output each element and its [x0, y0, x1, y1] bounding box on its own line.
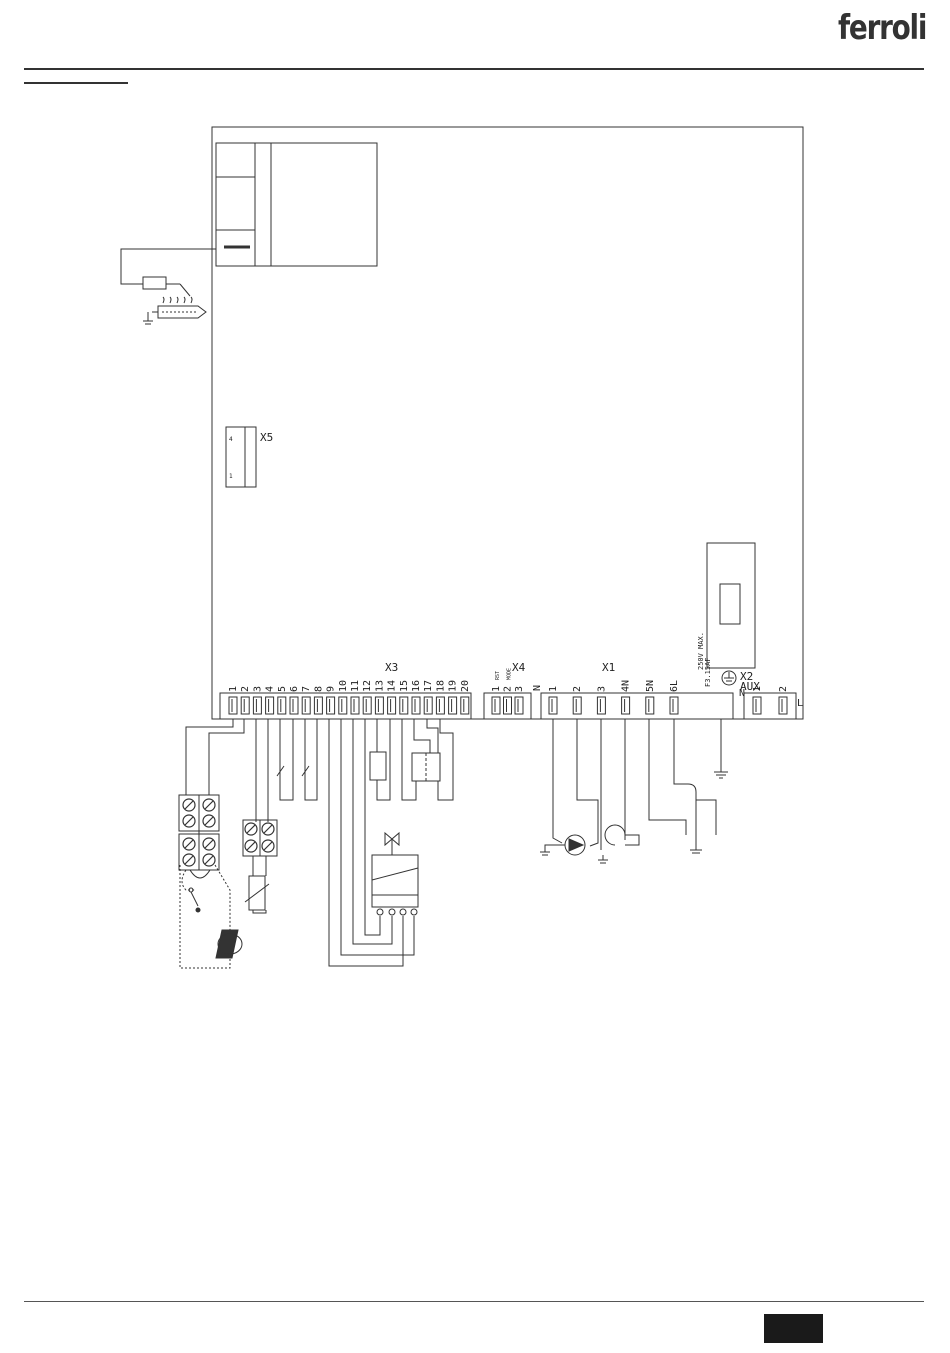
x1-pin-1 [549, 697, 557, 714]
x3-pin-label: 2 [240, 686, 251, 692]
x1-pin-5 [646, 697, 654, 714]
x4-pin-label: 3 [514, 686, 525, 692]
x3-pin-18 [436, 697, 444, 714]
page-number-badge [764, 1314, 823, 1343]
x4-pin-1 [492, 697, 500, 714]
control-board [212, 127, 803, 719]
x1-pin-6 [670, 697, 678, 714]
x3-pin-label: 8 [313, 686, 324, 692]
x1-label: X1 [602, 661, 615, 674]
fuse [720, 584, 740, 624]
x3-pin-8 [314, 697, 322, 714]
x4-label: X4 [512, 661, 526, 674]
x3-pin-3 [253, 697, 261, 714]
x3-pin-label: 7 [301, 686, 312, 692]
x3-pin-label: 9 [326, 686, 337, 692]
l-marker-x2: L [797, 698, 803, 709]
x3-pin-17 [424, 697, 432, 714]
x4-pin-3 [515, 697, 523, 714]
x3-pin-label: 14 [387, 680, 398, 692]
fuse-holder [707, 543, 755, 668]
x3-pin-7 [302, 697, 310, 714]
fuse-rating-label: F3.15AF [704, 657, 712, 687]
x3-pin-1 [229, 697, 237, 714]
x3-pin-label: 12 [362, 680, 373, 692]
flow-switch-icon [216, 930, 242, 958]
x3-label: X3 [385, 661, 398, 674]
x1-pin-label: 2 [572, 686, 583, 692]
ignition-resistor [143, 277, 166, 289]
x3-pin-label: 18 [435, 680, 446, 692]
x3-pin-label: 13 [374, 680, 385, 692]
x3-pin-15 [400, 697, 408, 714]
x1-pin-label: 6L [669, 680, 680, 692]
x1-pin-label: 3 [596, 686, 607, 692]
x3-pin-label: 4 [265, 686, 276, 692]
x4-pin-2 [504, 697, 512, 714]
x3-pin-label: 15 [399, 680, 410, 692]
x3-pin-2 [241, 697, 249, 714]
x5-pin-bottom: 1 [229, 473, 233, 480]
x3-pin-label: 1 [228, 686, 239, 692]
x1-pin-label: 5N [645, 680, 656, 692]
x1-terminal-block [541, 693, 733, 719]
x3-pin-12 [363, 697, 371, 714]
x3-pin-label: 5 [277, 686, 288, 692]
gas-valve-icon [372, 833, 418, 915]
x3-pin-9 [327, 697, 335, 714]
x3-pin-6 [290, 697, 298, 714]
x3-pin-label: 17 [423, 680, 434, 692]
x2-pin-2 [779, 697, 787, 714]
x3-pin-14 [388, 697, 396, 714]
x5-pin-top: 4 [229, 436, 233, 443]
x3-pin-5 [278, 697, 286, 714]
x1-pin-2 [573, 697, 581, 714]
x3-pin-11 [351, 697, 359, 714]
x3-pin-10 [339, 697, 347, 714]
x3-pin-4 [266, 697, 274, 714]
x3-pin-label: 16 [411, 680, 422, 692]
x3-pin-16 [412, 697, 420, 714]
x3-pin-label: 11 [350, 680, 361, 692]
x2-pin-1 [753, 697, 761, 714]
burner-icon [143, 297, 206, 324]
x3-pin-label: 10 [338, 680, 349, 692]
x3-pin-13 [375, 697, 383, 714]
x2-terminal-block [744, 693, 796, 719]
x4-pin-label: 1 [491, 686, 502, 692]
x3-pin-label: 20 [460, 680, 471, 692]
x5-label: X5 [260, 431, 273, 444]
fan-icon [598, 825, 639, 863]
fuse-voltage-label: 250V MAX. [697, 632, 705, 670]
x4-pin-label: 2 [503, 686, 514, 692]
x3-pin-label: 6 [289, 686, 300, 692]
x4-pin-note: MODE [507, 668, 513, 680]
n-marker-x2: N [739, 688, 745, 699]
x1-pin-label: 4N [621, 680, 632, 692]
x1-pin-label: 1 [548, 686, 559, 692]
footer-rule [24, 1301, 924, 1302]
x4-pin-note: RST [495, 671, 501, 680]
x3-pin-20 [461, 697, 469, 714]
x1-pin-3 [597, 697, 605, 714]
x2-pin-label: 2 [778, 686, 789, 692]
x3-pin-19 [449, 697, 457, 714]
x3-pin-label: 19 [448, 680, 459, 692]
x3-pin-label: 3 [252, 686, 263, 692]
x2-pin-label: 1 [752, 686, 763, 692]
x1-pin-4 [622, 697, 630, 714]
n-marker-x4: N [532, 685, 543, 691]
